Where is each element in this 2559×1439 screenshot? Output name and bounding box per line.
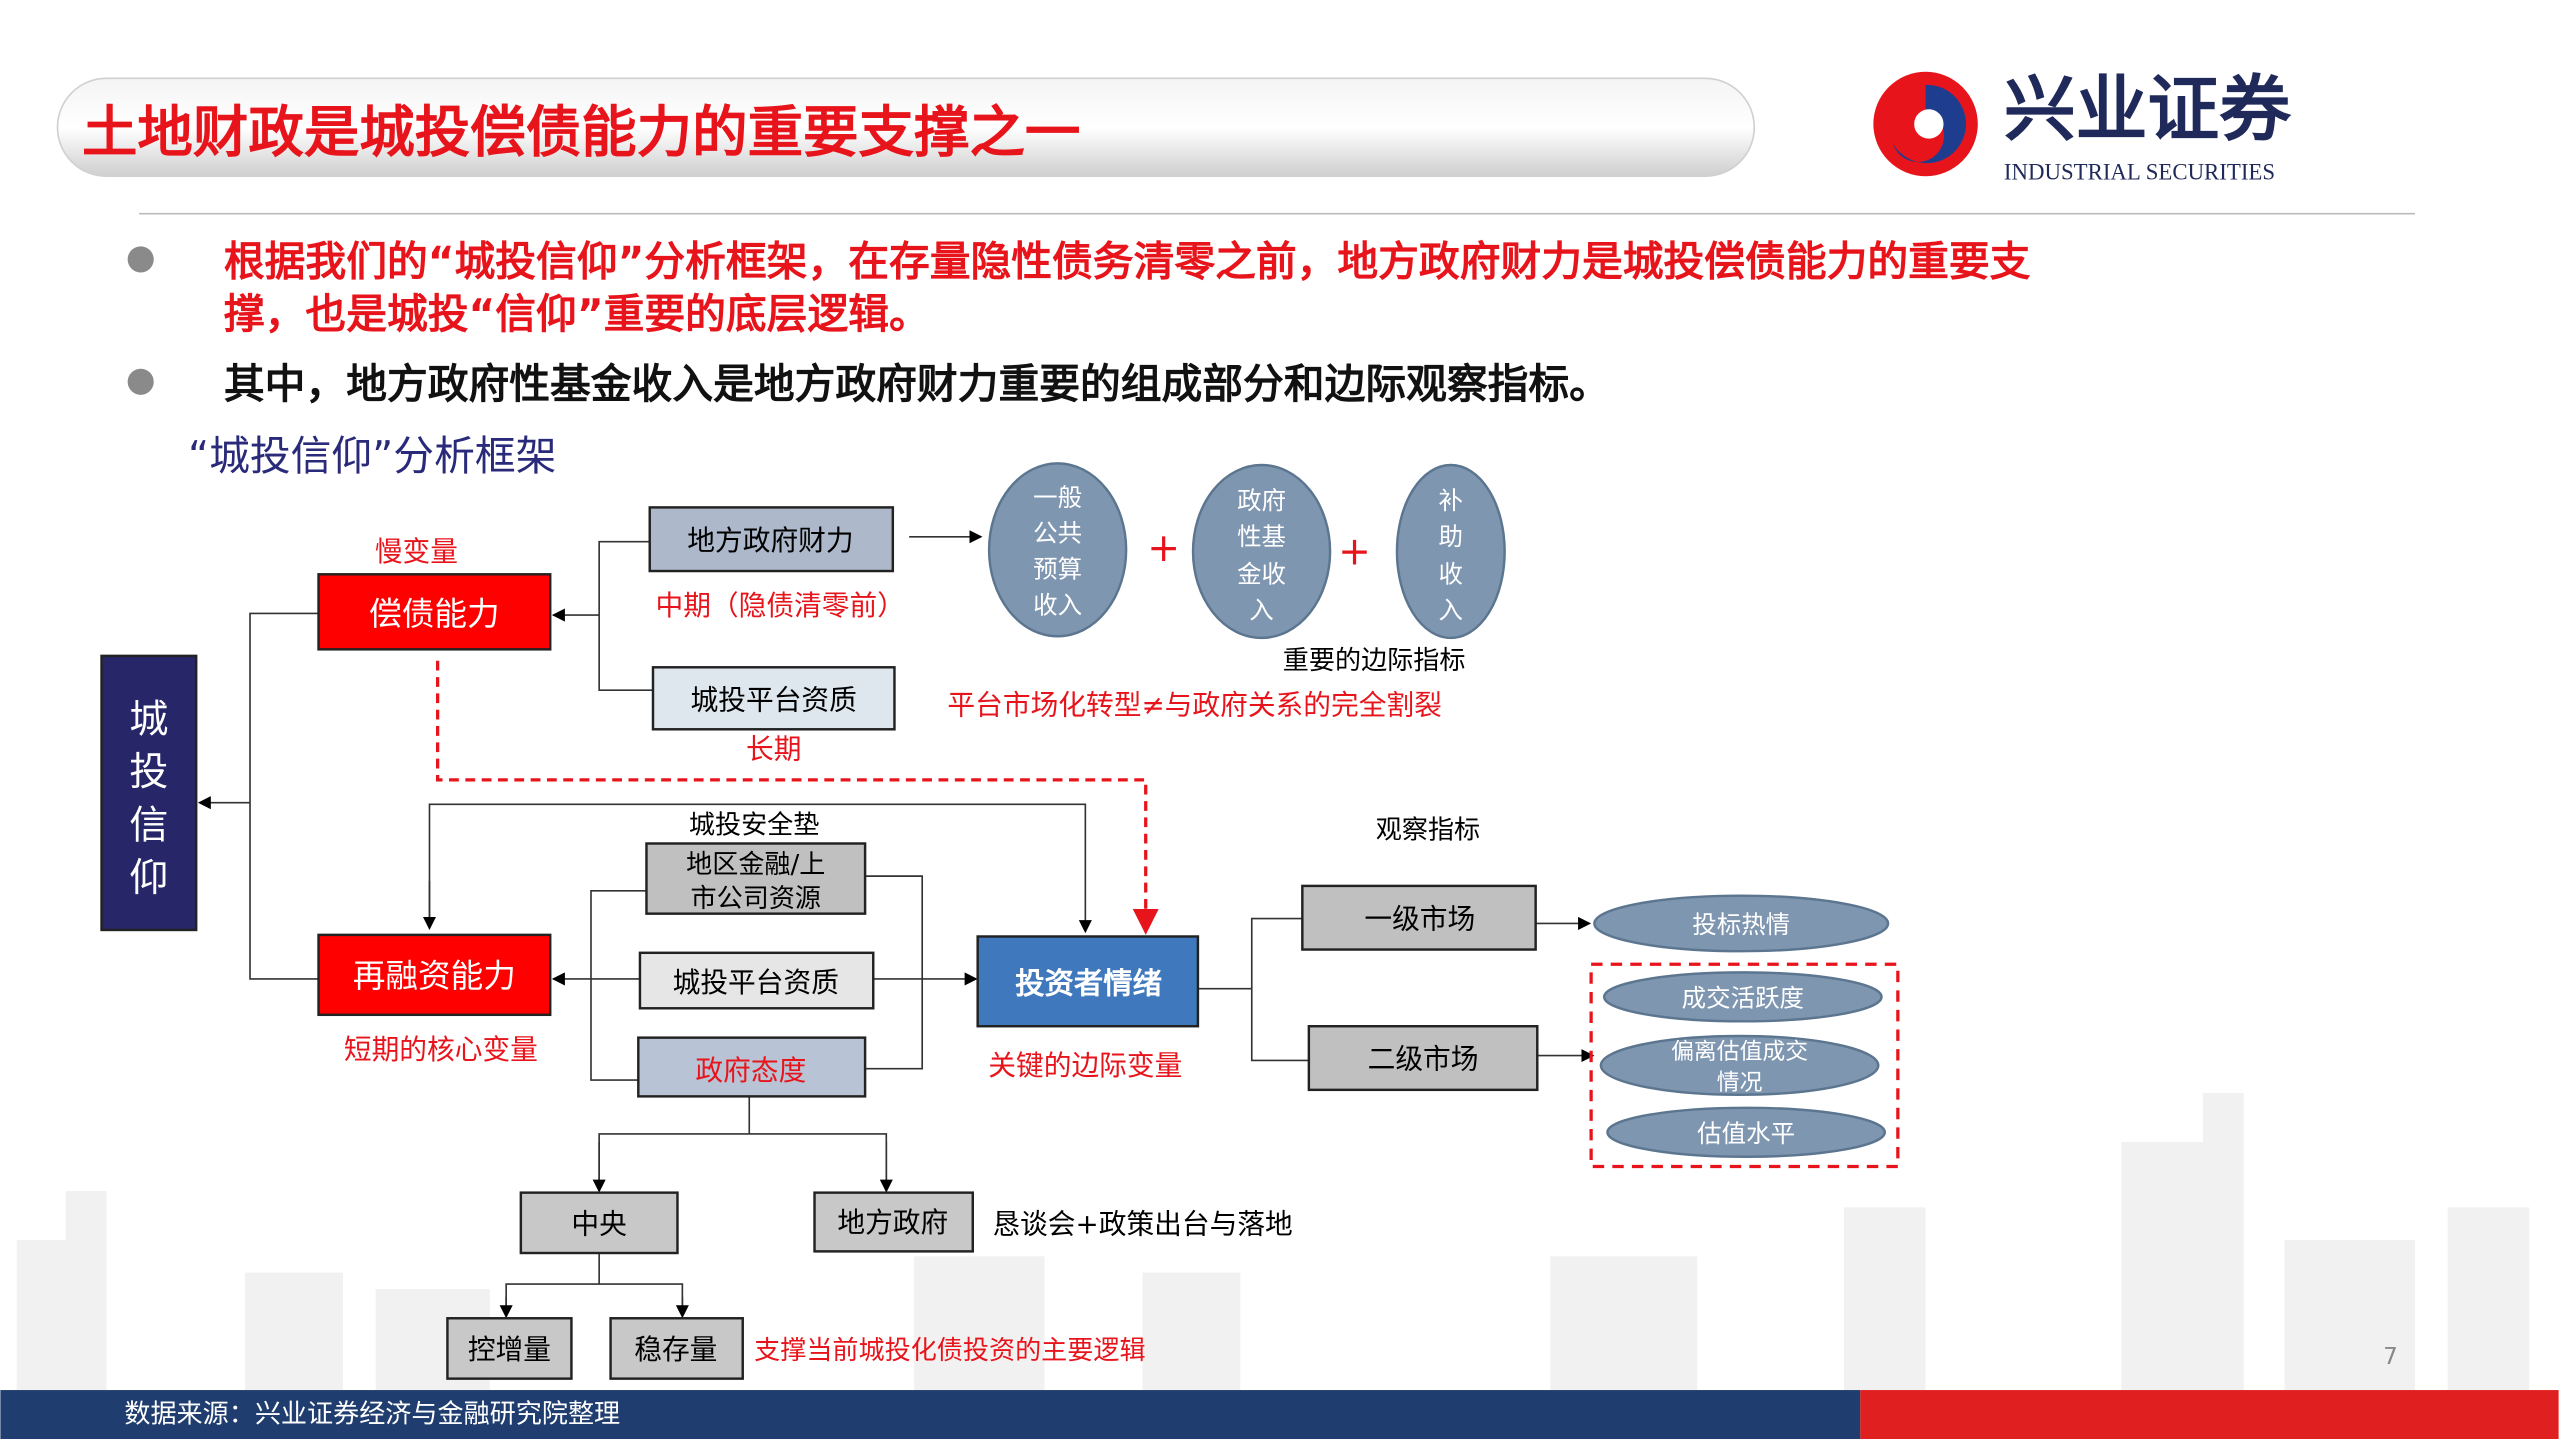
box-platform-quality-label: 城投平台资质 — [691, 684, 857, 717]
ellipse-deviation — [1599, 1034, 1880, 1096]
box-stabilize-stock-label: 稳存量 — [634, 1333, 717, 1366]
label-key-marginal: 关键的边际变量 — [988, 1049, 1182, 1082]
box-primary-market-label: 一级市场 — [1364, 902, 1475, 935]
label-observe: 观察指标 — [1376, 816, 1480, 846]
ellipse-deviation-line: 偏离估值成交 — [1671, 1039, 1808, 1065]
svg-text:政府: 政府 — [1237, 486, 1286, 515]
root-char: 信 — [129, 804, 168, 849]
ellipse-valuation-label: 估值水平 — [1697, 1119, 1795, 1148]
bullet-1-line-1: 根据我们的“城投信仰”分析框架，在存量隐性债务清零之前，地方政府财力是城投偿债能… — [224, 238, 2031, 286]
root-char: 仰 — [129, 856, 168, 901]
svg-text:入: 入 — [1249, 595, 1273, 624]
box-control-increment-label: 控增量 — [468, 1333, 551, 1366]
plus-icon: + — [1338, 530, 1371, 575]
plus-icon: + — [1147, 526, 1180, 571]
box-gov-attitude — [637, 1036, 867, 1098]
ellipse-trade-activity-label: 成交活跃度 — [1682, 984, 1804, 1013]
label-safety-cushion: 城投安全垫 — [689, 811, 819, 841]
label-policy: 恳谈会+政策出台与落地 — [992, 1207, 1292, 1240]
box-refinance-label: 再融资能力 — [353, 957, 516, 995]
box-central — [519, 1191, 679, 1255]
box-central-label: 中央 — [571, 1207, 626, 1240]
svg-text:收: 收 — [1439, 559, 1463, 588]
root-char: 城 — [129, 698, 168, 743]
box-platform-quality — [651, 666, 896, 731]
label-slow-variable: 慢变量 — [375, 535, 458, 568]
svg-text:金收: 金收 — [1237, 559, 1286, 588]
box-platform-quality-2 — [638, 951, 875, 1010]
label-mid-term: 中期（隐债清零前） — [656, 589, 905, 622]
label-short-term: 短期的核心变量 — [344, 1033, 538, 1066]
box-gov-attitude-label: 政府态度 — [695, 1054, 806, 1087]
svg-text:助: 助 — [1439, 522, 1463, 551]
bullet-dot-icon — [127, 368, 154, 395]
logo-text-en: INDUSTRIAL SECURITIES — [2004, 159, 2275, 184]
svg-text:性基: 性基 — [1237, 522, 1286, 551]
label-marginal-indicator: 重要的边际指标 — [1283, 646, 1466, 676]
box-local-gov-label: 地方政府 — [837, 1206, 948, 1239]
connectors — [197, 530, 1595, 1319]
diagram-subtitle: “城投信仰”分析框架 — [188, 432, 556, 480]
box-regional-finance-line: 市公司资源 — [691, 884, 821, 914]
box-debt-capacity-label: 偿债能力 — [369, 595, 500, 633]
ellipse-bid-heat — [1593, 894, 1890, 953]
svg-text:预算: 预算 — [1033, 555, 1082, 584]
ellipse-trade-activity — [1602, 971, 1883, 1023]
box-primary-market — [1301, 884, 1537, 951]
page-title: 土地财政是城投偿债能力的重要支撑之一 — [82, 102, 1080, 166]
skyline-background — [16, 1093, 2530, 1391]
box-debt-capacity — [317, 573, 552, 651]
page-number: 7 — [2383, 1344, 2398, 1370]
bullet-1-line-2: 撑，也是城投“信仰”重要的底层逻辑。 — [224, 290, 930, 338]
box-refinance — [317, 933, 552, 1017]
root-box-chengtou-belief — [100, 654, 198, 932]
footer-source: 数据来源：兴业证券经济与金融研究院整理 — [124, 1400, 620, 1430]
income-ellipse-government-fund: 政府 性基 金收 入 — [1191, 463, 1332, 640]
ellipse-valuation — [1606, 1106, 1887, 1158]
svg-text:收入: 收入 — [1033, 590, 1082, 619]
label-main-logic: 支撑当前城投化债投资的主要逻辑 — [754, 1336, 1145, 1366]
svg-text:一般: 一般 — [1033, 483, 1082, 512]
bullet-dot-icon — [127, 246, 154, 273]
footer-bar-blue — [0, 1390, 1861, 1439]
box-local-finance — [648, 506, 895, 573]
box-platform-quality-2-label: 城投平台资质 — [673, 966, 839, 999]
box-local-gov — [813, 1191, 974, 1253]
box-investor-sentiment-label: 投资者情绪 — [1015, 967, 1162, 1001]
logo-text-cn: 兴业证券 — [2004, 67, 2292, 151]
box-regional-finance — [645, 842, 867, 915]
box-secondary-market-label: 二级市场 — [1368, 1043, 1479, 1076]
box-investor-sentiment — [976, 935, 1200, 1028]
bullet-2: 其中，地方政府性基金收入是地方政府财力重要的组成部分和边际观察指标。 — [224, 360, 1610, 408]
income-ellipse-general-budget: 一般 公共 预算 收入 — [987, 462, 1128, 638]
svg-text:补: 补 — [1439, 486, 1463, 515]
svg-text:公共: 公共 — [1033, 519, 1082, 548]
label-platform-note: 平台市场化转型≠与政府关系的完全割裂 — [947, 689, 1441, 722]
logo: 兴业证券 INDUSTRIAL SECURITIES — [1873, 67, 2292, 184]
box-control-increment — [446, 1317, 573, 1380]
box-stabilize-stock — [609, 1317, 744, 1380]
root-char: 投 — [129, 750, 168, 795]
label-long-term: 长期 — [746, 733, 801, 766]
box-local-finance-label: 地方政府财力 — [687, 524, 853, 557]
box-regional-finance-line: 地区金融/上 — [686, 850, 825, 880]
title-bar — [56, 77, 1756, 178]
svg-text:入: 入 — [1439, 595, 1463, 624]
ellipse-bid-heat-label: 投标热情 — [1692, 910, 1790, 939]
income-ellipse-subsidy: 补 助 收 入 — [1395, 463, 1506, 640]
box-secondary-market — [1307, 1025, 1539, 1092]
footer-bar-red — [1860, 1390, 2559, 1439]
ellipse-deviation-line: 情况 — [1717, 1070, 1763, 1096]
